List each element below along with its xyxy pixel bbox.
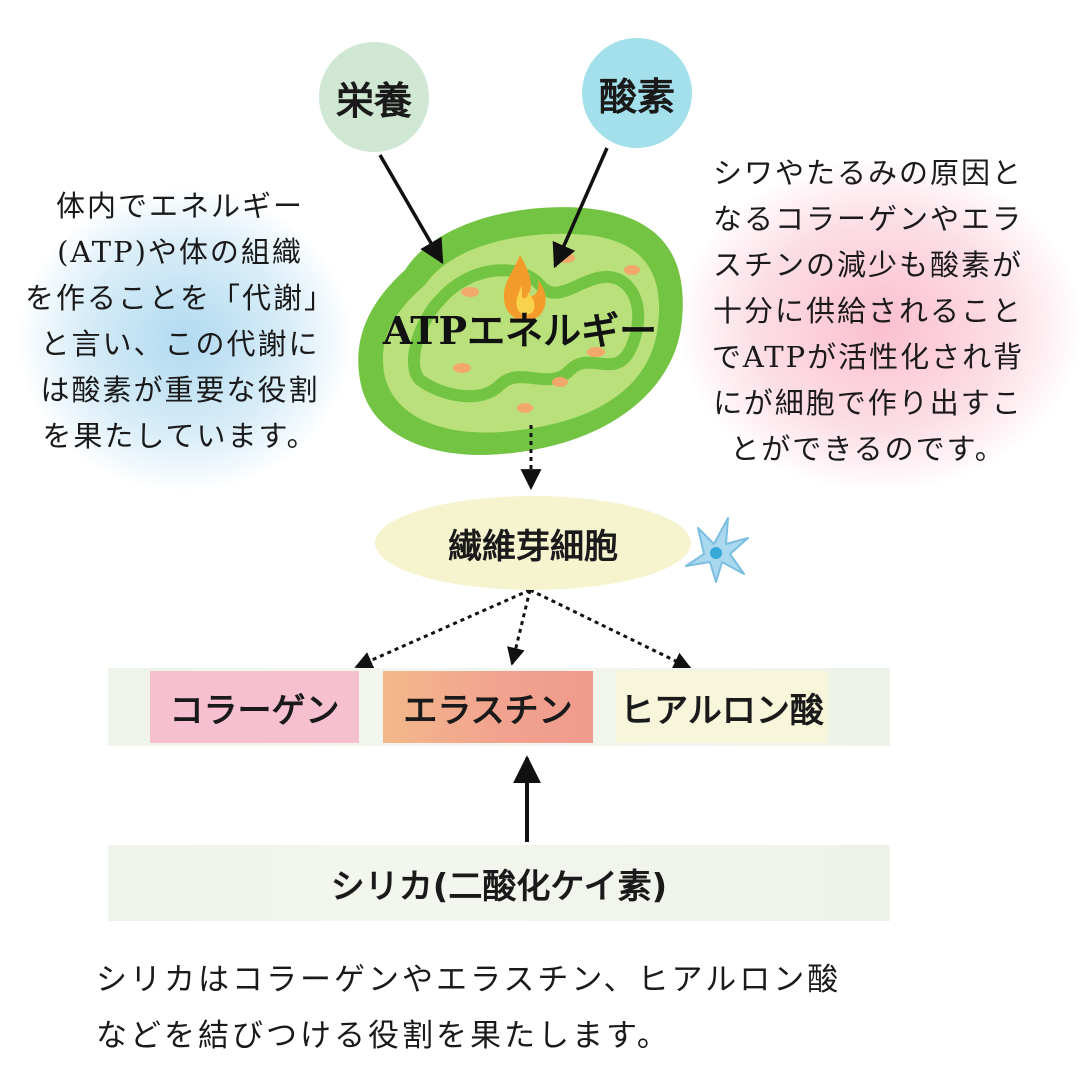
elastin-label: エラスチン [403,690,573,731]
right-line-3: スチンの減少も酸素が [712,248,1023,282]
right-line-4: 十分に供給されること [712,294,1023,328]
atp-energy-label: ATPエネルギー [382,308,658,353]
nutrition-circle: 栄養 [319,42,429,152]
arrow-oxygen-to-atp [552,147,609,269]
fibroblast-ellipse: 繊維芽細胞 [375,496,691,590]
silica-label: シリカ(二酸化ケイ素) [330,866,668,907]
silica-band: シリカ(二酸化ケイ素) [108,845,890,921]
right-line-5: でATPが活性化され背 [711,340,1025,374]
hyaluronic-box: ヒアルロン酸 [616,671,828,743]
fire-icon [503,255,546,321]
left-line-2: (ATP)や体の組織 [57,235,303,269]
nutrition-label: 栄養 [335,78,412,123]
oxygen-circle: 酸素 [582,38,692,148]
fibroblast-cell-icon [685,517,749,583]
arrow-fibroblast-to-collagen [354,588,531,669]
bottom-line-1: シリカはコラーゲンやエラスチン、ヒアルロン酸 [96,962,842,998]
bottom-paragraph: シリカはコラーゲンやエラスチン、ヒアルロン酸 などを結びつける役割を果たします。 [96,952,996,1064]
left-line-6: を果たしています。 [42,419,318,453]
collagen-label: コラーゲン [169,690,340,731]
right-line-1: シワやたるみの原因と [712,156,1023,190]
right-line-7: とができるのです。 [730,432,1006,466]
hyaluronic-label: ヒアルロン酸 [620,690,824,731]
left-line-1: 体内でエネルギー [55,189,304,223]
collagen-box: コラーゲン [150,671,359,743]
left-line-3: を作ることを「代謝」 [24,281,335,315]
arrow-fibroblast-to-elastin [507,589,532,666]
bottom-line-2: などを結びつける役割を果たします。 [96,1018,671,1054]
left-line-5: は酸素が重要な役割 [40,373,320,407]
arrow-fibroblast-to-hyaluronic [529,588,692,670]
arrow-nutrition-to-atp [378,154,444,265]
elastin-box: エラスチン [383,671,593,743]
right-text-glow [680,160,1080,490]
left-line-4: と言い、この代謝に [40,327,320,361]
oxygen-label: 酸素 [598,74,675,119]
right-paragraph: シワやたるみの原因と なるコラーゲンやエラ スチンの減少も酸素が 十分に供給され… [692,150,1044,472]
left-paragraph: 体内でエネルギー (ATP)や体の組織 を作ることを「代謝」 と言い、この代謝に… [10,183,350,459]
right-line-6: にが細胞で作り出すこ [713,386,1023,420]
fibroblast-label: 繊維芽細胞 [448,526,618,567]
left-text-glow [20,190,350,490]
right-line-2: なるコラーゲンやエラ [712,202,1023,236]
